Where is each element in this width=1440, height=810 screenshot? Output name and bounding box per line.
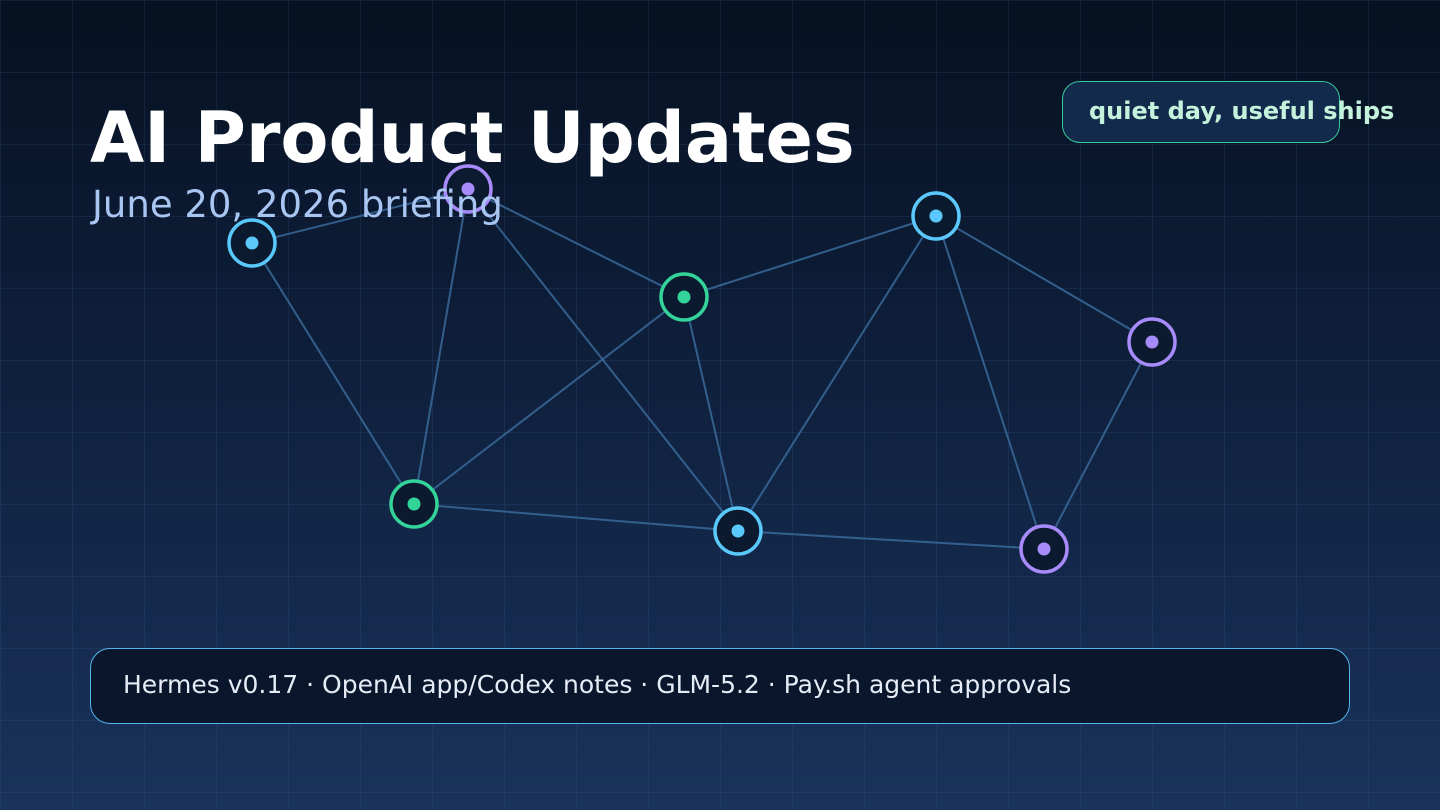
network-edge: [737, 530, 1045, 550]
network-node-dot: [1145, 335, 1159, 349]
network-node: [389, 479, 439, 529]
network-edge: [251, 242, 415, 505]
network-edge: [683, 296, 739, 532]
network-edge: [1043, 341, 1153, 550]
network-node-dot: [407, 497, 421, 511]
network-edge: [935, 215, 1153, 343]
network-node: [227, 218, 277, 268]
network-node-dot: [929, 209, 943, 223]
network-edge: [413, 188, 469, 505]
network-edges: [251, 188, 1153, 550]
network-node-dot: [461, 182, 475, 196]
updates-ticker-text: Hermes v0.17 · OpenAI app/Codex notes · …: [123, 670, 1072, 699]
network-edge: [683, 215, 937, 298]
network-edge: [413, 503, 739, 532]
network-node: [1127, 317, 1177, 367]
network-node: [659, 272, 709, 322]
network-edge: [413, 296, 685, 505]
network-nodes: [227, 164, 1177, 574]
network-edge: [737, 215, 937, 532]
page-subtitle: June 20, 2026 briefing: [92, 183, 503, 226]
status-tag-label: quiet day, useful ships: [1089, 97, 1395, 125]
network-node: [911, 191, 961, 241]
network-edge: [251, 188, 469, 244]
network-node: [713, 506, 763, 556]
network-node-dot: [731, 524, 745, 538]
network-edge: [935, 215, 1045, 550]
network-node: [443, 164, 493, 214]
status-tag: [1062, 81, 1340, 143]
page-title: AI Product Updates: [90, 97, 855, 179]
network-node-dot: [1037, 542, 1051, 556]
network-node-dot: [245, 236, 259, 250]
network-node-dot: [677, 290, 691, 304]
network-edge: [467, 188, 685, 298]
network-node: [1019, 524, 1069, 574]
updates-ticker: Hermes v0.17 · OpenAI app/Codex notes · …: [90, 648, 1350, 724]
